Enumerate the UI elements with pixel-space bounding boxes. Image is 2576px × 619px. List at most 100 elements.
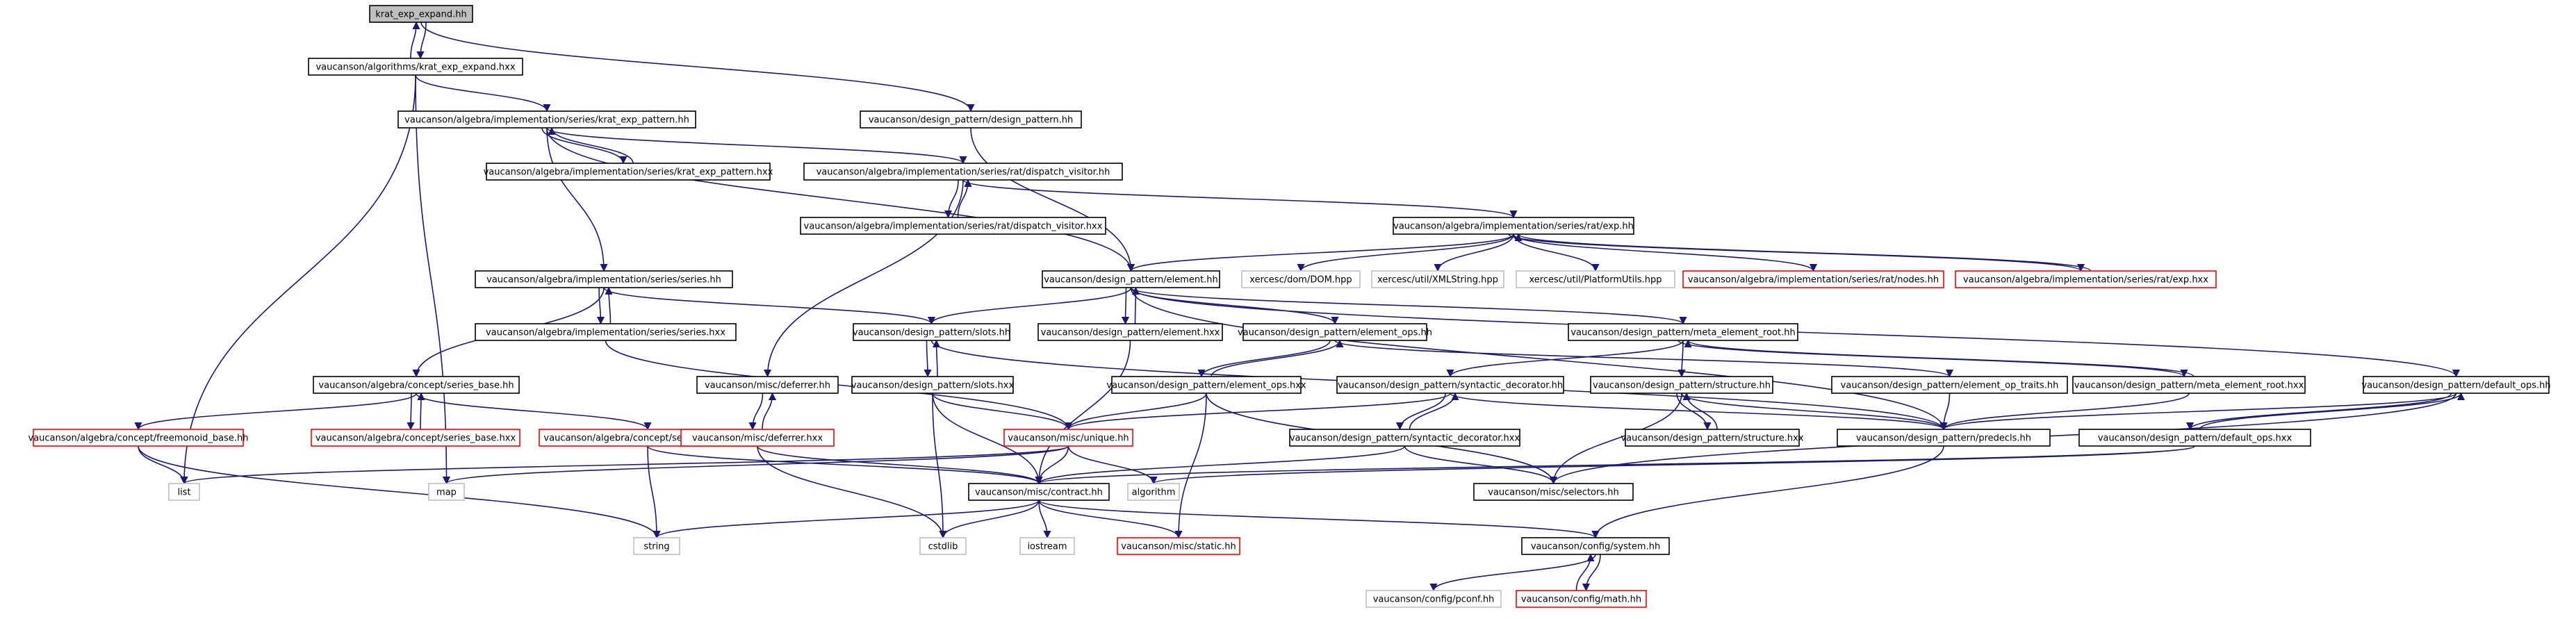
node-label: vaucanson/algebra/implementation/series/… — [1688, 275, 1939, 286]
node-slots-hxx[interactable]: vaucanson/design_pattern/slots.hxx — [851, 376, 1015, 394]
node-label: xercesc/util/PlatformUtils.hpp — [1529, 275, 1662, 286]
node-box — [1241, 270, 1361, 288]
node-kee-hxx[interactable]: vaucanson/algorithms/krat_exp_expand.hxx — [308, 58, 523, 76]
node-label: xercesc/dom/DOM.hpp — [1249, 275, 1352, 286]
node-series-hh[interactable]: vaucanson/algebra/implementation/series/… — [475, 270, 733, 288]
edge-sd-hxx-to-sd-hh — [1409, 392, 1459, 430]
node-label: vaucanson/design_pattern/syntactic_decor… — [1290, 434, 1520, 444]
edge-struct-hxx-to-struct-hh — [1682, 392, 1718, 430]
node-defops-hxx[interactable]: vaucanson/design_pattern/default_ops.hxx — [2078, 429, 2311, 447]
node-deferrer-hxx[interactable]: vaucanson/misc/deferrer.hxx — [680, 429, 835, 447]
node-nodes[interactable]: vaucanson/algebra/implementation/series/… — [1682, 270, 1944, 288]
edge-sb-hh-to-sr-hh — [416, 393, 652, 431]
node-box — [311, 429, 520, 447]
edge-struct-hh-to-pred-hh — [1681, 393, 1948, 431]
node-label: iostream — [1027, 542, 1067, 552]
edge-dv-hxx-to-dv-hh — [957, 179, 972, 218]
node-exp-hh[interactable]: vaucanson/algebra/implementation/series/… — [1393, 217, 1634, 235]
node-dv-hh[interactable]: vaucanson/algebra/implementation/series/… — [803, 163, 1123, 181]
node-label: vaucanson/misc/deferrer.hh — [705, 381, 830, 391]
node-pred-hh[interactable]: vaucanson/design_pattern/predecls.hh — [1837, 429, 2051, 447]
node-label: vaucanson/design_pattern/design_pattern.… — [869, 115, 1073, 126]
node-box — [1111, 376, 1302, 394]
node-cstdlib: cstdlib — [919, 537, 967, 555]
node-dp-hh[interactable]: vaucanson/design_pattern/design_pattern.… — [860, 110, 1082, 129]
node-contract-hh[interactable]: vaucanson/misc/contract.hh — [968, 483, 1110, 501]
node-sb-hxx[interactable]: vaucanson/algebra/concept/series_base.hx… — [311, 429, 520, 447]
edge-dv-hh-to-exp-hh — [962, 179, 1518, 219]
node-box — [1568, 323, 1798, 341]
node-struct-hh[interactable]: vaucanson/design_pattern/structure.hh — [1590, 376, 1773, 394]
node-dv-hxx[interactable]: vaucanson/algebra/implementation/series/… — [800, 217, 1106, 235]
node-label: list — [177, 488, 190, 498]
node-box — [1037, 323, 1223, 341]
node-exp-hxx[interactable]: vaucanson/algebra/implementation/series/… — [1955, 270, 2217, 288]
node-box — [1516, 590, 1647, 608]
node-math[interactable]: vaucanson/config/math.hh — [1516, 590, 1647, 608]
node-box — [633, 537, 680, 555]
edge-kep-hh-to-element-hh — [546, 127, 1135, 272]
node-label: vaucanson/design_pattern/slots.hh — [853, 328, 1010, 338]
edge-exp-hxx-to-exp-hh — [1514, 233, 2092, 272]
node-kep-hh[interactable]: vaucanson/algebra/implementation/series/… — [397, 110, 696, 129]
node-label: vaucanson/algebra/implementation/series/… — [817, 167, 1110, 178]
edge-layer — [134, 21, 2465, 592]
node-fm-hh[interactable]: vaucanson/algebra/concept/freemonoid_bas… — [28, 429, 249, 447]
edge-deferrer-hh-to-deferrer-hxx — [748, 393, 764, 431]
node-box — [968, 483, 1110, 501]
edge-element-hh-to-mer-hh — [1130, 287, 1687, 325]
edge-sd-hxx-to-selectors-hh — [1404, 445, 1558, 485]
node-eops-hxx[interactable]: vaucanson/design_pattern/element_ops.hxx — [1106, 376, 1306, 394]
edge-contract-hh-to-cstdlib — [939, 500, 1040, 539]
edge-system-hh-to-pconf — [1429, 554, 1596, 592]
edge-exp-hh-to-xmlstr — [1434, 233, 1514, 272]
node-series-hxx[interactable]: vaucanson/algebra/implementation/series/… — [475, 323, 737, 341]
node-box — [1336, 376, 1564, 394]
edge-mer-hxx-to-pred-hh — [1939, 393, 2190, 431]
node-sd-hh[interactable]: vaucanson/design_pattern/syntactic_decor… — [1336, 376, 1564, 394]
node-box — [853, 323, 1010, 341]
node-label: vaucanson/design_pattern/element_op_trai… — [1841, 381, 2059, 391]
node-box — [1242, 323, 1427, 341]
node-kep-hxx[interactable]: vaucanson/algebra/implementation/series/… — [484, 163, 773, 181]
node-box — [1371, 270, 1504, 288]
node-box — [1831, 376, 2068, 394]
node-unique-hh[interactable]: vaucanson/misc/unique.hh — [1003, 429, 1133, 447]
edge-defops-hh-to-pred-hh — [1939, 393, 2457, 431]
node-box — [919, 537, 967, 555]
node-system-hh[interactable]: vaucanson/config/system.hh — [1521, 537, 1670, 555]
edge-eops-hxx-to-eops-hh — [1211, 339, 1344, 377]
node-element-hh[interactable]: vaucanson/design_pattern/element.hh — [1042, 270, 1220, 288]
node-eopt-hh[interactable]: vaucanson/design_pattern/element_op_trai… — [1831, 376, 2068, 394]
node-box — [1365, 590, 1502, 608]
node-root[interactable]: krat_exp_expand.hh — [369, 5, 473, 23]
node-selectors-hh[interactable]: vaucanson/misc/selectors.hh — [1473, 483, 1634, 501]
node-static-hh[interactable]: vaucanson/misc/static.hh — [1117, 537, 1240, 555]
node-slots-hh[interactable]: vaucanson/design_pattern/slots.hh — [853, 323, 1010, 341]
edge-deferrer-hxx-to-deferrer-hh — [762, 392, 777, 430]
node-element-hxx[interactable]: vaucanson/design_pattern/element.hxx — [1037, 323, 1223, 341]
node-mer-hh[interactable]: vaucanson/design_pattern/meta_element_ro… — [1568, 323, 1798, 341]
node-box — [313, 376, 520, 394]
node-label: map — [436, 488, 457, 498]
node-box — [1473, 483, 1634, 501]
edge-kep-hh-to-dv-hh — [546, 127, 967, 165]
node-eops-hh[interactable]: vaucanson/design_pattern/element_ops.hh — [1238, 323, 1432, 341]
node-mer-hxx[interactable]: vaucanson/design_pattern/meta_element_ro… — [2072, 376, 2306, 394]
node-dom: xercesc/dom/DOM.hpp — [1241, 270, 1361, 288]
node-sb-hh[interactable]: vaucanson/algebra/concept/series_base.hh — [313, 376, 520, 394]
edge-sd-hh-to-pred-hh — [1450, 393, 1948, 431]
node-label: vaucanson/misc/deferrer.hxx — [692, 434, 823, 444]
node-xmlstr: xercesc/util/XMLString.hpp — [1371, 270, 1504, 288]
edge-series-hh-to-series-hxx — [596, 287, 605, 325]
node-defops-hh[interactable]: vaucanson/design_pattern/default_ops.hh — [2361, 376, 2551, 394]
node-deferrer-hh[interactable]: vaucanson/misc/deferrer.hh — [696, 376, 839, 394]
node-label: cstdlib — [928, 542, 958, 552]
edge-mer-hxx-to-mer-hh — [1684, 339, 2194, 377]
node-label: vaucanson/design_pattern/meta_element_ro… — [1570, 328, 1795, 338]
node-sd-hxx[interactable]: vaucanson/design_pattern/syntactic_decor… — [1289, 429, 1520, 447]
node-struct-hxx[interactable]: vaucanson/design_pattern/structure.hxx — [1621, 429, 1804, 447]
node-label: vaucanson/algebra/implementation/series/… — [404, 115, 689, 126]
node-label: vaucanson/algebra/implementation/series/… — [486, 275, 721, 286]
